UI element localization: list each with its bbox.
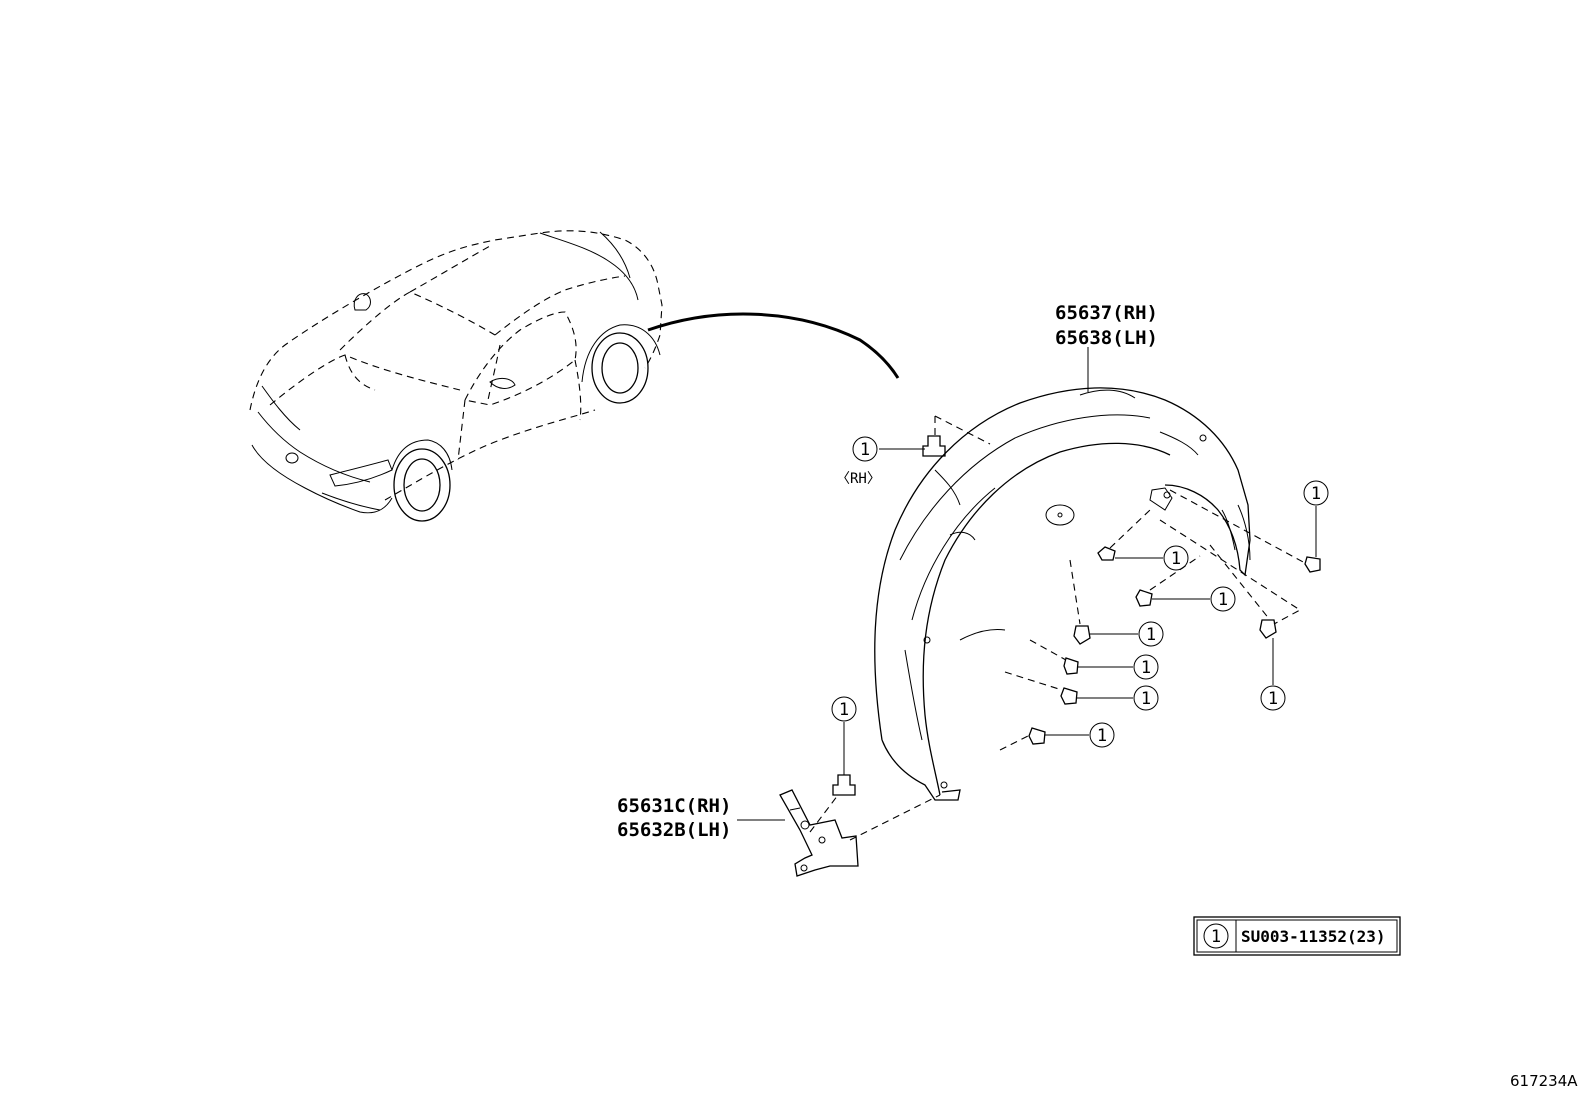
callout-1: 1 [1078, 654, 1159, 680]
svg-text:1: 1 [1171, 549, 1181, 569]
clip-fastener [1097, 546, 1116, 561]
callout-1: 1 [1152, 586, 1236, 612]
car-illustration [249, 230, 663, 522]
callout-1: 1 [852, 436, 925, 462]
car-to-part-leader [647, 312, 900, 379]
callout-1: 1 [1303, 480, 1329, 557]
svg-text:1: 1 [1141, 658, 1151, 678]
svg-text:1: 1 [1311, 484, 1321, 504]
figure-id: 617234A [1510, 1072, 1578, 1090]
svg-text:1: 1 [860, 440, 870, 460]
legend-callout-circle [1203, 923, 1229, 949]
legend-part-number: SU003-11352(23) [1241, 927, 1386, 946]
legend-box: 1 SU003-11352(23) [1193, 916, 1401, 956]
svg-text:1: 1 [839, 700, 849, 720]
liner-lh-label: 65638(LH) [1055, 327, 1158, 349]
guide-lines [809, 415, 1306, 841]
callout-1: 1 [1090, 621, 1164, 647]
legend-callout-number: 1 [1211, 927, 1221, 947]
svg-text:1: 1 [1268, 689, 1278, 709]
clip-fastener [1073, 625, 1091, 645]
callout-1: 1 [831, 696, 857, 775]
callout-1: 1 [1077, 685, 1159, 711]
rh-note-label: 〈RH〉 [836, 471, 881, 487]
liner-rh-label: 65637(RH) [1055, 302, 1158, 324]
clip-fastener [1135, 589, 1153, 607]
bracket-rh-label: 65631C(RH) [617, 795, 731, 817]
clip-fastener [1028, 727, 1046, 745]
svg-text:1: 1 [1097, 726, 1107, 746]
callout-1: 1 [1115, 545, 1189, 571]
clip-fastener [1259, 619, 1277, 639]
svg-text:1: 1 [1146, 625, 1156, 645]
fender-liner [874, 387, 1251, 801]
clip-fastener [1304, 556, 1321, 573]
clip-fastener [922, 435, 946, 457]
svg-text:1: 1 [1141, 689, 1151, 709]
bracket-lh-label: 65632B(LH) [617, 819, 731, 841]
clip-fastener [832, 774, 856, 796]
clip-fastener [1063, 657, 1079, 675]
bracket [779, 789, 859, 877]
callout-1: 1 [1260, 638, 1286, 711]
svg-text:1: 1 [1218, 590, 1228, 610]
clip-fastener [1060, 687, 1078, 705]
callout-1: 1 [1045, 722, 1115, 748]
